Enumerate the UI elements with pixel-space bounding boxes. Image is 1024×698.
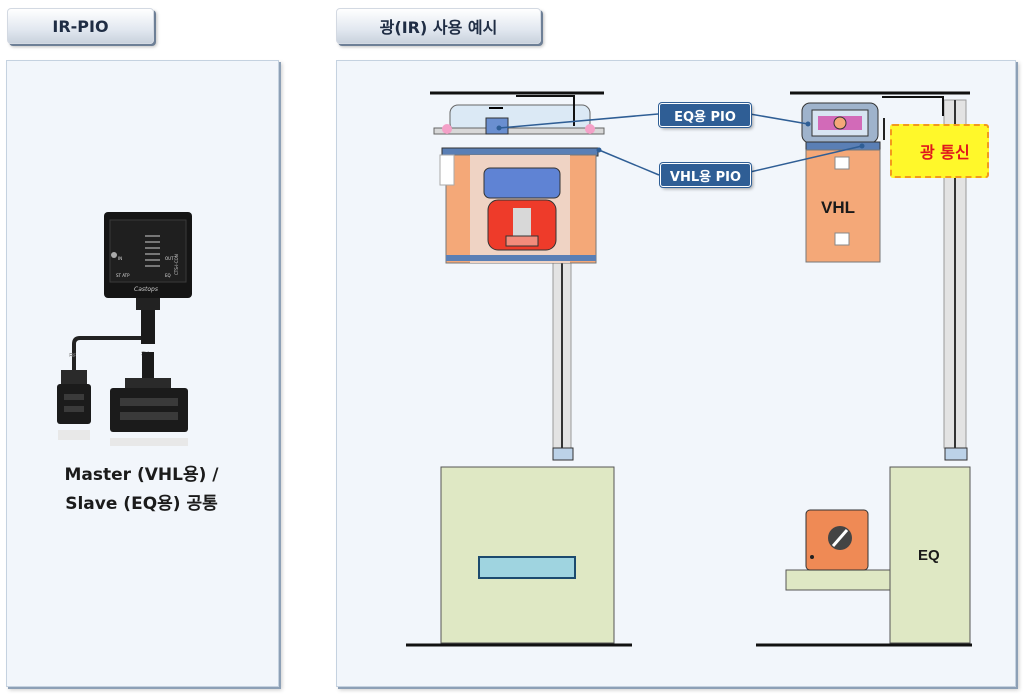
device-out-label: OUT <box>165 256 174 261</box>
ir-pio-tab[interactable]: IR-PIO <box>7 8 154 44</box>
eq-pio-callout: EQ용 PIO <box>659 103 751 127</box>
vhl-label: VHL <box>821 198 855 217</box>
optical-comm-label: 광 통신 <box>920 143 970 162</box>
device-eq-label: EQ <box>165 273 171 278</box>
device-caption: Master (VHL용) / Slave (EQ용) 공통 <box>30 461 253 519</box>
eq-pio-callout-label: EQ용 PIO <box>674 109 736 125</box>
device-caption-line2: Slave (EQ용) 공통 <box>65 494 218 514</box>
left-equipment <box>440 466 615 644</box>
svg-text:≈: ≈ <box>68 350 76 361</box>
device-caption-line1: Master (VHL용) / <box>64 465 219 485</box>
eq-shelf <box>785 569 891 591</box>
device-in-label: IN <box>118 256 122 261</box>
left-equipment-port <box>478 556 576 579</box>
eq-label: EQ <box>918 547 940 564</box>
vhl-pio-callout-label: VHL용 PIO <box>669 169 742 185</box>
device-st-label: ST ATP <box>116 273 130 278</box>
ir-usage-example-tab[interactable]: 광(IR) 사용 예시 <box>336 8 541 44</box>
device-brand-label: Castops <box>134 286 158 293</box>
ir-pio-tab-label: IR-PIO <box>52 16 109 36</box>
vhl-pio-callout: VHL용 PIO <box>660 163 751 187</box>
device-model-label: CTS-I-CON <box>174 254 179 275</box>
optical-comm-badge: 광 통신 <box>890 124 989 178</box>
right-equipment <box>889 466 971 644</box>
ir-usage-example-tab-label: 광(IR) 사용 예시 <box>379 18 498 37</box>
